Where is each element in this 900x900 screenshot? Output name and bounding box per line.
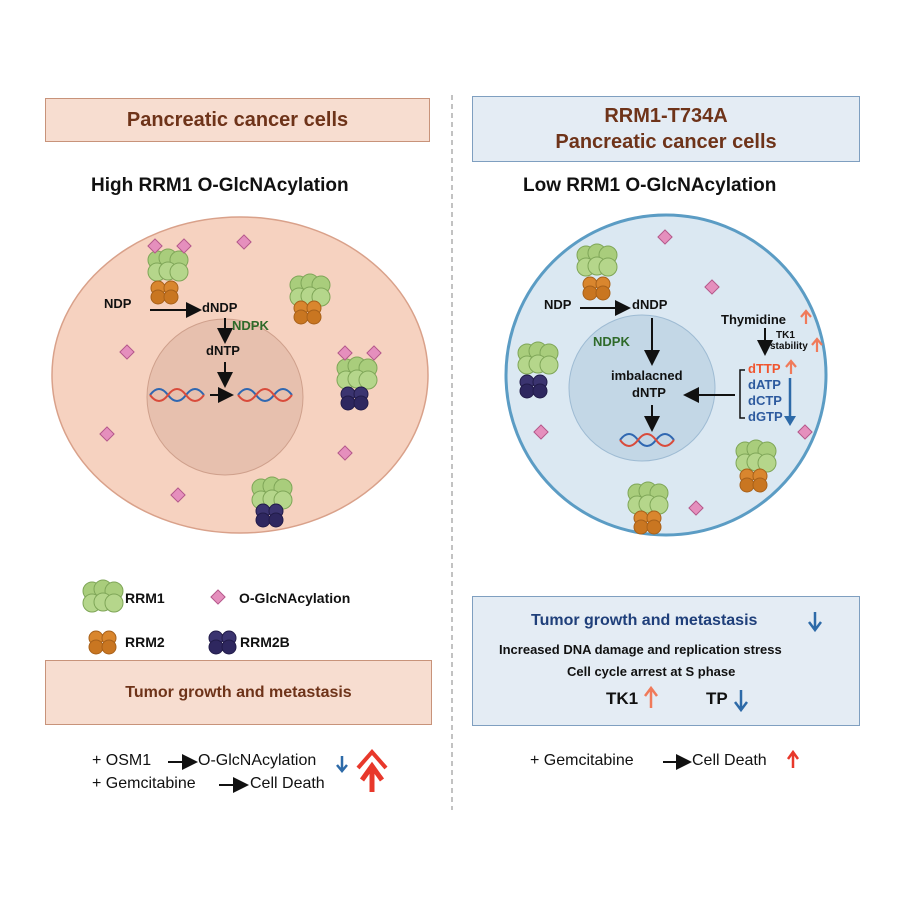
legend-rrm2b-swatch bbox=[208, 630, 237, 655]
right-imbalanced-dntp-label: dNTP bbox=[632, 385, 666, 400]
left-subtitle: High RRM1 O-GlcNAcylation bbox=[91, 175, 349, 196]
right-thymidine-label: Thymidine bbox=[721, 312, 787, 327]
right-outcome-line1: Increased DNA damage and replication str… bbox=[499, 642, 782, 657]
right-ndpk-label: NDPK bbox=[593, 334, 630, 349]
left-dndp-label: dNDP bbox=[202, 300, 238, 315]
right-outcome-title: Tumor growth and metastasis bbox=[531, 612, 758, 629]
left-treatment-1-prefix: + OSM1 bbox=[92, 752, 152, 769]
right-ndp-label: NDP bbox=[544, 297, 572, 312]
left-ndp-label: NDP bbox=[104, 296, 132, 311]
right-outcome-box bbox=[472, 596, 860, 726]
left-rrm1-complex bbox=[147, 248, 189, 282]
right-header-line1: RRM1-T734A bbox=[604, 105, 728, 127]
right-treatment-result: Cell Death bbox=[692, 752, 767, 769]
right-dgtp-label: dGTP bbox=[748, 409, 783, 424]
right-outcome-line2: Cell cycle arrest at S phase bbox=[567, 664, 736, 679]
legend-rrm1-label: RRM1 bbox=[125, 590, 165, 606]
right-outcome-tp: TP bbox=[706, 689, 728, 708]
right-dttp-label: dTTP bbox=[748, 361, 781, 376]
legend-oglc-label: O-GlcNAcylation bbox=[239, 590, 351, 606]
right-treatment-prefix: + Gemcitabine bbox=[530, 752, 634, 769]
legend-rrm2b-label: RRM2B bbox=[240, 634, 290, 650]
left-ndpk-label: NDPK bbox=[232, 318, 269, 333]
left-treatment-2-result: Cell Death bbox=[250, 775, 325, 792]
right-dndp-label: dNDP bbox=[632, 297, 668, 312]
right-subtitle: Low RRM1 O-GlcNAcylation bbox=[523, 175, 777, 196]
right-dctp-label: dCTP bbox=[748, 393, 782, 408]
right-datp-label: dATP bbox=[748, 377, 781, 392]
legend-rrm1-swatch bbox=[82, 579, 124, 613]
legend-oglc-swatch bbox=[210, 589, 226, 605]
left-outcome-box: Tumor growth and metastasis bbox=[45, 660, 432, 725]
right-outcome-tk1: TK1 bbox=[606, 689, 639, 708]
left-treatment-2-prefix: + Gemcitabine bbox=[92, 775, 196, 792]
left-header-title: Pancreatic cancer cells bbox=[126, 109, 349, 131]
legend-rrm2-swatch bbox=[88, 630, 117, 655]
left-header-box: Pancreatic cancer cells bbox=[45, 98, 430, 142]
right-imbalanced-label: imbalacned bbox=[611, 368, 683, 383]
left-dntp-label: dNTP bbox=[206, 343, 240, 358]
legend-rrm2-label: RRM2 bbox=[125, 634, 165, 650]
right-stability-label: stability bbox=[770, 341, 808, 352]
right-tk1-label: TK1 bbox=[776, 330, 795, 341]
left-treatment-1-result: O-GlcNAcylation bbox=[198, 752, 317, 769]
right-nucleus bbox=[568, 314, 716, 462]
right-header-box: RRM1-T734A Pancreatic cancer cells bbox=[472, 96, 860, 162]
left-outcome-text: Tumor growth and metastasis bbox=[125, 683, 352, 701]
right-header-line2: Pancreatic cancer cells bbox=[555, 131, 777, 153]
